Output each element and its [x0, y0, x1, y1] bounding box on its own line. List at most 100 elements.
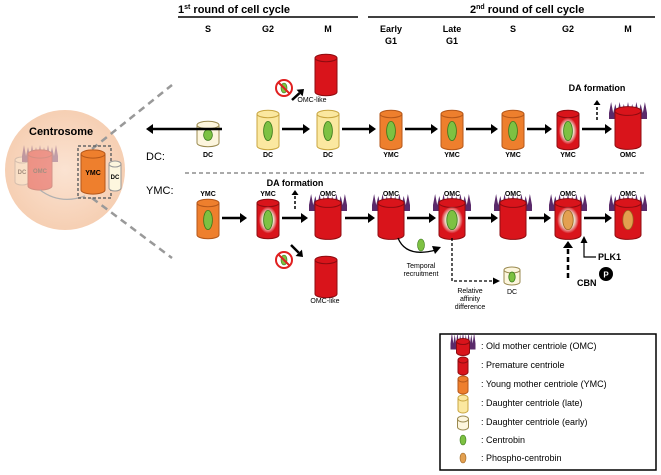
centrobin-icon: [203, 209, 213, 230]
inset-omc: OMC: [22, 145, 58, 191]
header: 1st round of cell cycle 2nd round of cel…: [178, 4, 655, 46]
phospho-centrobin-icon: [562, 209, 574, 230]
legend-dc-early-icon-top: [457, 415, 469, 423]
legend-premature-icon-top: [457, 356, 469, 364]
ymc-row-label-2: OMC: [320, 191, 336, 198]
legend-phospho-icon: [459, 452, 467, 464]
legend-omc-icon: [450, 332, 476, 356]
dc-row-label-3: YMC: [383, 152, 399, 159]
dc-row-label-1: DC: [263, 152, 273, 159]
relative-affinity-arrow: [451, 238, 500, 285]
legend-omc-icon-top: [456, 338, 470, 345]
dc-row-label: DC:: [146, 151, 165, 163]
phase-label-2: M: [324, 24, 332, 34]
centrobin-icon: [446, 209, 458, 230]
plk1-label: PLK1: [598, 252, 621, 262]
inset-ymc-text: YMC: [85, 170, 101, 177]
dc-row-centriole-7-body: [614, 110, 642, 150]
dc-row-centriole-3: [379, 109, 403, 151]
dc-row-arrow-5: [527, 124, 552, 134]
legend-box: [439, 333, 657, 471]
legend-item-centrobin: : Centrobin: [481, 435, 525, 445]
ymc-row-centriole-3-body: [377, 202, 405, 240]
inset-dc-right: DC: [108, 160, 122, 192]
ymc-row-arrow-1: [282, 213, 308, 223]
phase-label-3: Early: [380, 24, 402, 34]
ymc-row-label: YMC:: [146, 185, 174, 197]
legend-item-premature: : Premature centriole: [481, 360, 565, 370]
legend-ymc-icon-body: [457, 378, 469, 395]
inset-dc-left-text: DC: [18, 170, 27, 176]
dc-row-label-4: YMC: [444, 152, 460, 159]
dc-row-label-5: YMC: [505, 152, 521, 159]
phase-label-0: S: [205, 24, 211, 34]
phospho-badge-label: P: [603, 271, 609, 280]
phospho-badge: [599, 267, 613, 281]
inset-dc-left-top: [14, 156, 30, 164]
ymc-row-centriole-4-top: [438, 198, 466, 208]
cbn-label: CBN: [577, 278, 597, 288]
phase-label-5: S: [510, 24, 516, 34]
ymc-row-arrow-2: [345, 213, 375, 223]
dc-row-centriole-5: [501, 109, 525, 151]
ymc-row-centriole-0-top: [196, 198, 220, 208]
centrobin-icon: [323, 121, 333, 142]
zoom-line-bottom: [91, 197, 173, 259]
ymc-row-label-7: OMC: [620, 191, 636, 198]
inset-dc-right-body: [108, 163, 122, 192]
legend-omc-icon-body: [456, 341, 470, 356]
dc-row-centriole-5-top: [501, 109, 525, 119]
ymc-row-centriole-4: [433, 194, 471, 240]
ymc-row-centriole-3: [372, 194, 410, 240]
dc-row-centriole-4: [440, 109, 464, 151]
legend-item-ymc: : Young mother centriole (YMC): [481, 379, 607, 389]
dc-row-centriole-4-top: [440, 109, 464, 119]
inset-omc-appendages-icon: [22, 145, 58, 162]
ymc-row-label-3: OMC: [383, 191, 399, 198]
legend-ymc-icon-top: [457, 375, 469, 383]
ymc-row-arrow-4: [468, 213, 498, 223]
ymc-row-arrow-3: [407, 213, 436, 223]
ymc-row-centriole-7-top: [614, 198, 642, 208]
ymc-row-centriole-2: [309, 194, 347, 240]
legend-premature-icon: [457, 356, 469, 376]
centrobin-icon: [508, 121, 518, 142]
phase-label-7: M: [624, 24, 632, 34]
centrosome-title: Centrosome: [29, 126, 93, 138]
dc-row-centriole-0: [196, 120, 220, 148]
omc-like-arrow-bottom: [290, 244, 303, 257]
round2-title: 2nd round of cell cycle: [470, 4, 584, 16]
legend: : Old mother centriole (OMC) : Premature…: [439, 332, 657, 471]
omc-like-centriole-bottom: [314, 255, 338, 299]
da-formation-arrow-dc: [593, 100, 601, 120]
da-formation-label-dc: DA formation: [569, 83, 626, 93]
temporal-recruitment-l2: recruitment: [403, 271, 438, 278]
dc-row-centriole-1: [256, 109, 280, 151]
phase-label-4: Late: [443, 24, 462, 34]
dc-row-arrow-3: [405, 124, 438, 134]
legend-icons: [450, 332, 476, 464]
omc-like-centriole-bottom-body: [314, 259, 338, 299]
centrobin-icon: [263, 121, 273, 142]
da-formation-arrow-ymc: [291, 190, 299, 209]
ymc-row-centriole-3-top: [377, 198, 405, 208]
centrobin-icon: [203, 129, 213, 141]
dc-row-label-0: DC: [203, 152, 213, 159]
centrobin-icon: [263, 209, 273, 230]
relative-affinity-l3: difference: [455, 304, 486, 311]
dc-row-centriole-1-top: [256, 109, 280, 119]
round1-title: 1st round of cell cycle: [178, 4, 290, 16]
legend-premature-icon-body: [457, 359, 469, 376]
no-centrobin-icon-bottom: [275, 251, 293, 269]
phospho-centrobin-icon: [622, 209, 634, 230]
small-dc-label: DC: [507, 289, 517, 296]
ymc-row-centriole-5-body: [499, 202, 527, 240]
temporal-recruitment-arrow: [397, 237, 441, 254]
dc-row-centriole-0-top: [196, 120, 220, 130]
ymc-row-centriole-5: [494, 194, 532, 240]
ymc-row-arrow-5: [529, 213, 551, 223]
centrobin-icon: [386, 121, 396, 142]
